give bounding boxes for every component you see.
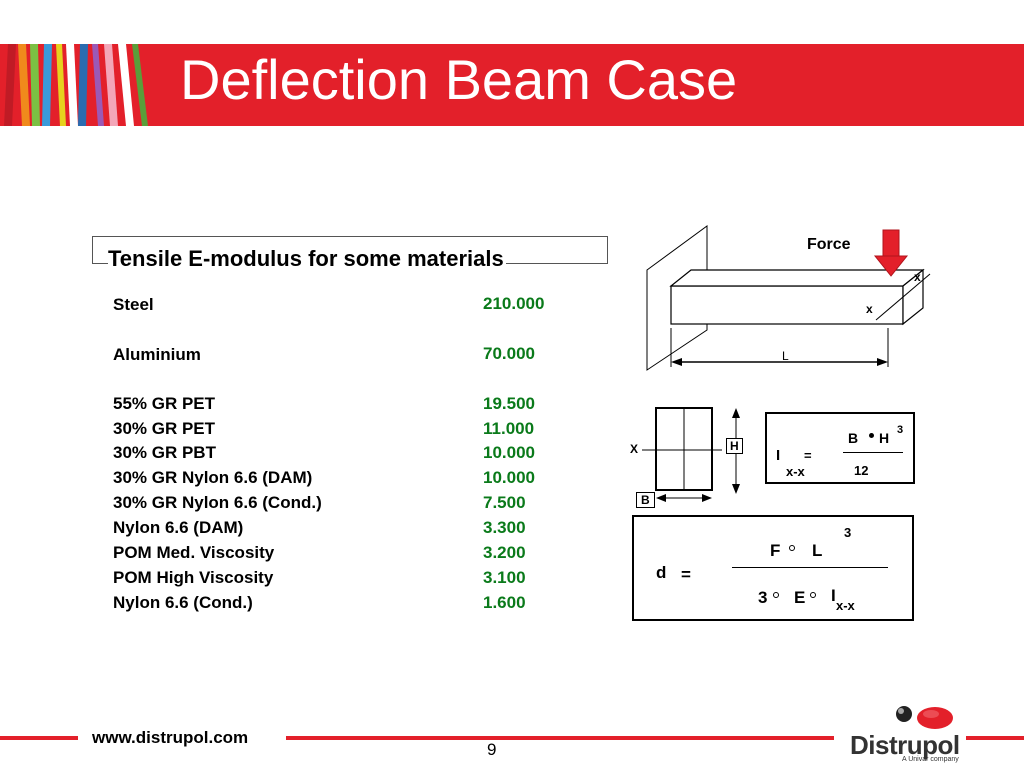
inertia-formula-box (765, 412, 915, 484)
force-label: Force (807, 236, 851, 253)
material-name: POM Med. Viscosity (113, 543, 275, 562)
modulus-value: 10.000 (483, 468, 535, 487)
inertia-equals: = (804, 448, 812, 463)
denominator-modulus: E (794, 588, 806, 607)
logo-mark-icon (896, 706, 953, 729)
table-heading: Tensile E-modulus for some materials (108, 246, 506, 272)
modulus-value: 10.000 (483, 443, 535, 462)
material-name: Nylon 6.6 (Cond.) (113, 593, 253, 612)
modulus-value: 7.500 (483, 493, 526, 512)
multiply-dot (810, 592, 816, 598)
footer-line-left (0, 736, 78, 740)
height-label: H (726, 438, 743, 454)
inertia-lhs: I (776, 447, 781, 464)
section-x-label: X (630, 442, 639, 456)
numerator-force: F (770, 541, 781, 560)
modulus-value: 3.100 (483, 568, 526, 587)
modulus-value: 19.500 (483, 394, 535, 413)
inertia-subscript: x-x (786, 464, 805, 479)
modulus-value: 210.000 (483, 294, 545, 313)
modulus-value: 3.200 (483, 543, 526, 562)
deflection-formula-box (632, 515, 914, 621)
modulus-value: 11.000 (483, 419, 535, 438)
material-name: Steel (113, 295, 154, 314)
material-name: 30% GR PBT (113, 443, 216, 462)
material-name: 55% GR PET (113, 394, 216, 413)
footer-line-middle (286, 736, 834, 740)
denominator-three: 3 (758, 588, 768, 607)
deflection-equals: = (681, 565, 691, 584)
numerator-length: L (812, 541, 823, 560)
deflection-lhs: d (656, 563, 667, 582)
multiply-dot (789, 545, 795, 551)
footer-url-link[interactable]: www.distrupol.com (92, 728, 249, 747)
denominator-inertia: I (831, 586, 836, 605)
material-name: Aluminium (113, 345, 201, 364)
page-number: 9 (487, 740, 497, 759)
company-logo: Distrupol (850, 730, 960, 760)
deflection-exponent: 3 (844, 525, 852, 540)
axis-x-label: x (914, 270, 921, 284)
decorative-stripes (0, 44, 160, 126)
material-name: Nylon 6.6 (DAM) (113, 518, 244, 537)
material-name: 30% GR Nylon 6.6 (DAM) (113, 468, 313, 487)
fraction-bar (732, 567, 888, 568)
inertia-denominator: 12 (854, 463, 869, 478)
inertia-numerator-b: B (848, 430, 859, 446)
modulus-value: 1.600 (483, 593, 526, 612)
beam-diagram (646, 225, 931, 371)
header-band (0, 44, 1024, 126)
material-name: 30% GR Nylon 6.6 (Cond.) (113, 493, 322, 512)
header-divider (0, 126, 1024, 130)
length-label: L (782, 349, 789, 363)
modulus-value: 3.300 (483, 518, 526, 537)
fraction-bar (843, 452, 903, 453)
page-title: Deflection Beam Case (180, 48, 738, 111)
footer-line-right (966, 736, 1024, 740)
width-label: B (636, 492, 655, 508)
company-tagline: A Univar company (902, 756, 959, 763)
inertia-exponent: 3 (897, 424, 904, 436)
inertia-numerator-h: H (879, 430, 890, 446)
material-name: POM High Viscosity (113, 568, 274, 587)
modulus-value: 70.000 (483, 344, 535, 363)
multiply-dot (869, 433, 874, 438)
cross-section-diagram (642, 407, 740, 502)
denominator-subscript: x-x (836, 598, 855, 613)
material-name: 30% GR PET (113, 419, 216, 438)
multiply-dot (773, 592, 779, 598)
axis-x-label: x (866, 302, 873, 316)
